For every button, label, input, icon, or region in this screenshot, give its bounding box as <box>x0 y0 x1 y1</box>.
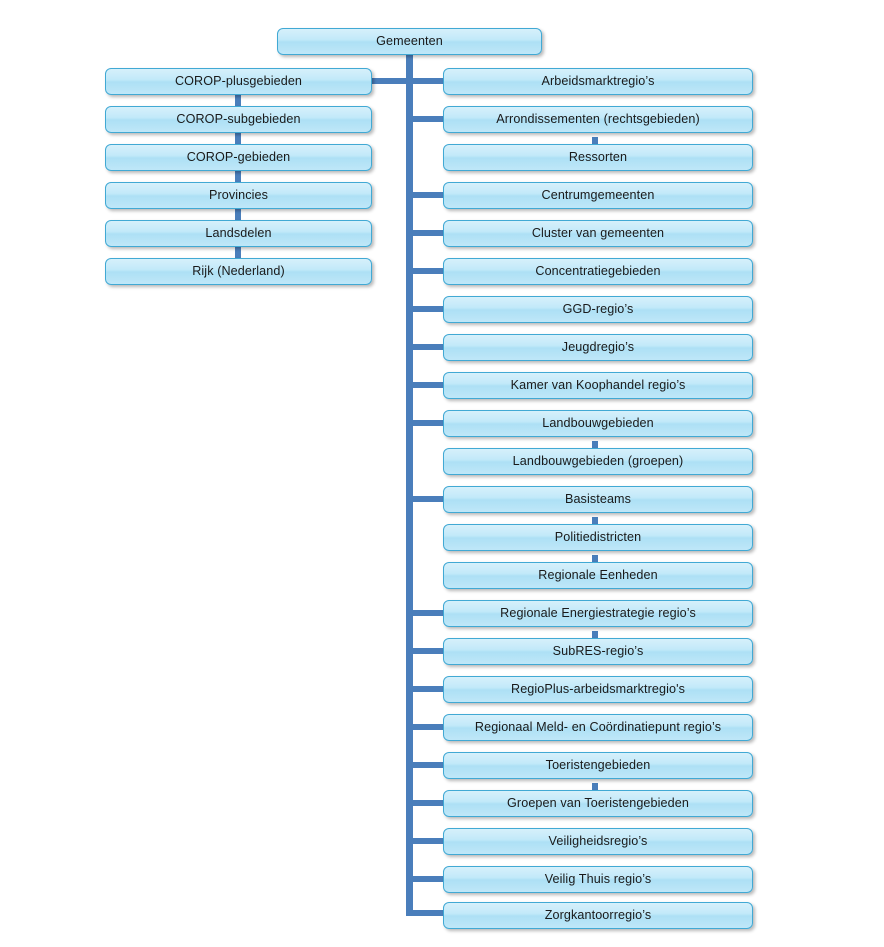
node-regionale-eenheden[interactable]: Regionale Eenheden <box>443 562 753 589</box>
node-label: Landsdelen <box>205 226 272 241</box>
connector-stub-regioplus-arbeidsmarktregios <box>409 686 447 692</box>
connector-root-stem <box>406 55 413 84</box>
connector-stub-centrumgemeenten <box>409 192 447 198</box>
node-politiedistricten[interactable]: Politiedistricten <box>443 524 753 551</box>
node-label: GGD-regio’s <box>562 302 634 317</box>
node-ggd-regios[interactable]: GGD-regio’s <box>443 296 753 323</box>
node-veilig-thuis-regios[interactable]: Veilig Thuis regio’s <box>443 866 753 893</box>
node-jeugdregios[interactable]: Jeugdregio’s <box>443 334 753 361</box>
node-concentratiegebieden[interactable]: Concentratiegebieden <box>443 258 753 285</box>
connector-left-chain <box>235 94 241 266</box>
node-label: Zorgkantoorregio’s <box>544 908 652 923</box>
connector-stub-arrondissementen <box>409 116 447 122</box>
node-label: Concentratiegebieden <box>535 264 661 279</box>
connector-stub-ggd-regios <box>409 306 447 312</box>
connector-stub-groepen-van-toeristengebieden <box>409 800 447 806</box>
node-label: SubRES-regio’s <box>552 644 644 659</box>
connector-stub-cluster-van-gemeenten <box>409 230 447 236</box>
node-label: Regionale Eenheden <box>538 568 658 583</box>
node-cluster-van-gemeenten[interactable]: Cluster van gemeenten <box>443 220 753 247</box>
connector-stub-basisteams <box>409 496 447 502</box>
node-label: COROP-subgebieden <box>176 112 301 127</box>
node-regioplus-arbeidsmarktregios[interactable]: RegioPlus-arbeidsmarktregio's <box>443 676 753 703</box>
node-zorgkantoorregios[interactable]: Zorgkantoorregio’s <box>443 902 753 929</box>
node-arrondissementen[interactable]: Arrondissementen (rechtsgebieden) <box>443 106 753 133</box>
node-label: Regionale Energiestrategie regio’s <box>500 606 696 621</box>
node-label: RegioPlus-arbeidsmarktregio's <box>511 682 685 697</box>
connector-stub-regionaal-meld-en-coordinatiepunt-regios <box>409 724 447 730</box>
node-corop-subgebieden[interactable]: COROP-subgebieden <box>105 106 372 133</box>
node-label: Basisteams <box>564 492 632 507</box>
node-landbouwgebieden-groepen[interactable]: Landbouwgebieden (groepen) <box>443 448 753 475</box>
node-label: Ressorten <box>568 150 628 165</box>
connector-stub-landbouwgebieden <box>409 420 447 426</box>
node-veiligheidsregios[interactable]: Veiligheidsregio’s <box>443 828 753 855</box>
node-label: Veiligheidsregio’s <box>548 834 648 849</box>
node-label: Jeugdregio’s <box>561 340 635 355</box>
node-ressorten[interactable]: Ressorten <box>443 144 753 171</box>
node-label: Landbouwgebieden <box>542 416 654 431</box>
node-corop-plusgebieden[interactable]: COROP-plusgebieden <box>105 68 372 95</box>
connector-stub-kamer-van-koophandel-regios <box>409 382 447 388</box>
connector-stub-arbeidsmarktregios <box>409 78 447 84</box>
node-label: Arbeidsmarktregio’s <box>541 74 655 89</box>
node-label: Provincies <box>208 188 269 203</box>
connector-stub-subres-regios <box>409 648 447 654</box>
node-corop-gebieden[interactable]: COROP-gebieden <box>105 144 372 171</box>
node-label: Groepen van Toeristengebieden <box>507 796 689 811</box>
node-label: Rijk (Nederland) <box>192 264 285 279</box>
connector-stub-veiligheidsregios <box>409 838 447 844</box>
node-landbouwgebieden[interactable]: Landbouwgebieden <box>443 410 753 437</box>
node-label: Landbouwgebieden (groepen) <box>512 454 684 469</box>
node-regionaal-meld-en-coordinatiepunt-regios[interactable]: Regionaal Meld- en Coördinatiepunt regio… <box>443 714 753 741</box>
node-label: Gemeenten <box>376 34 443 49</box>
node-gemeenten[interactable]: Gemeenten <box>277 28 542 55</box>
node-toeristengebieden[interactable]: Toeristengebieden <box>443 752 753 779</box>
node-subres-regios[interactable]: SubRES-regio’s <box>443 638 753 665</box>
node-label: Arrondissementen (rechtsgebieden) <box>496 112 700 127</box>
node-label: Regionaal Meld- en Coördinatiepunt regio… <box>474 720 722 735</box>
node-label: Toeristengebieden <box>545 758 651 773</box>
node-kamer-van-koophandel-regios[interactable]: Kamer van Koophandel regio’s <box>443 372 753 399</box>
node-centrumgemeenten[interactable]: Centrumgemeenten <box>443 182 753 209</box>
connector-stub-veilig-thuis-regios <box>409 876 447 882</box>
node-label: Politiedistricten <box>554 530 642 545</box>
node-rijk-nederland[interactable]: Rijk (Nederland) <box>105 258 372 285</box>
node-basisteams[interactable]: Basisteams <box>443 486 753 513</box>
connector-stub-concentratiegebieden <box>409 268 447 274</box>
node-arbeidsmarktregios[interactable]: Arbeidsmarktregio’s <box>443 68 753 95</box>
connector-stub-jeugdregios <box>409 344 447 350</box>
node-regionale-energiestrategie-regios[interactable]: Regionale Energiestrategie regio’s <box>443 600 753 627</box>
node-label: Centrumgemeenten <box>541 188 655 203</box>
node-provincies[interactable]: Provincies <box>105 182 372 209</box>
connector-left-branch <box>369 78 411 84</box>
node-label: COROP-plusgebieden <box>174 74 303 89</box>
node-label: Veilig Thuis regio’s <box>544 872 652 887</box>
node-label: Kamer van Koophandel regio’s <box>510 378 686 393</box>
connector-stub-zorgkantoorregios <box>409 910 447 916</box>
node-groepen-van-toeristengebieden[interactable]: Groepen van Toeristengebieden <box>443 790 753 817</box>
connector-stub-toeristengebieden <box>409 762 447 768</box>
connector-stub-regionale-energiestrategie-regios <box>409 610 447 616</box>
node-landsdelen[interactable]: Landsdelen <box>105 220 372 247</box>
node-label: COROP-gebieden <box>186 150 291 165</box>
node-label: Cluster van gemeenten <box>531 226 665 241</box>
